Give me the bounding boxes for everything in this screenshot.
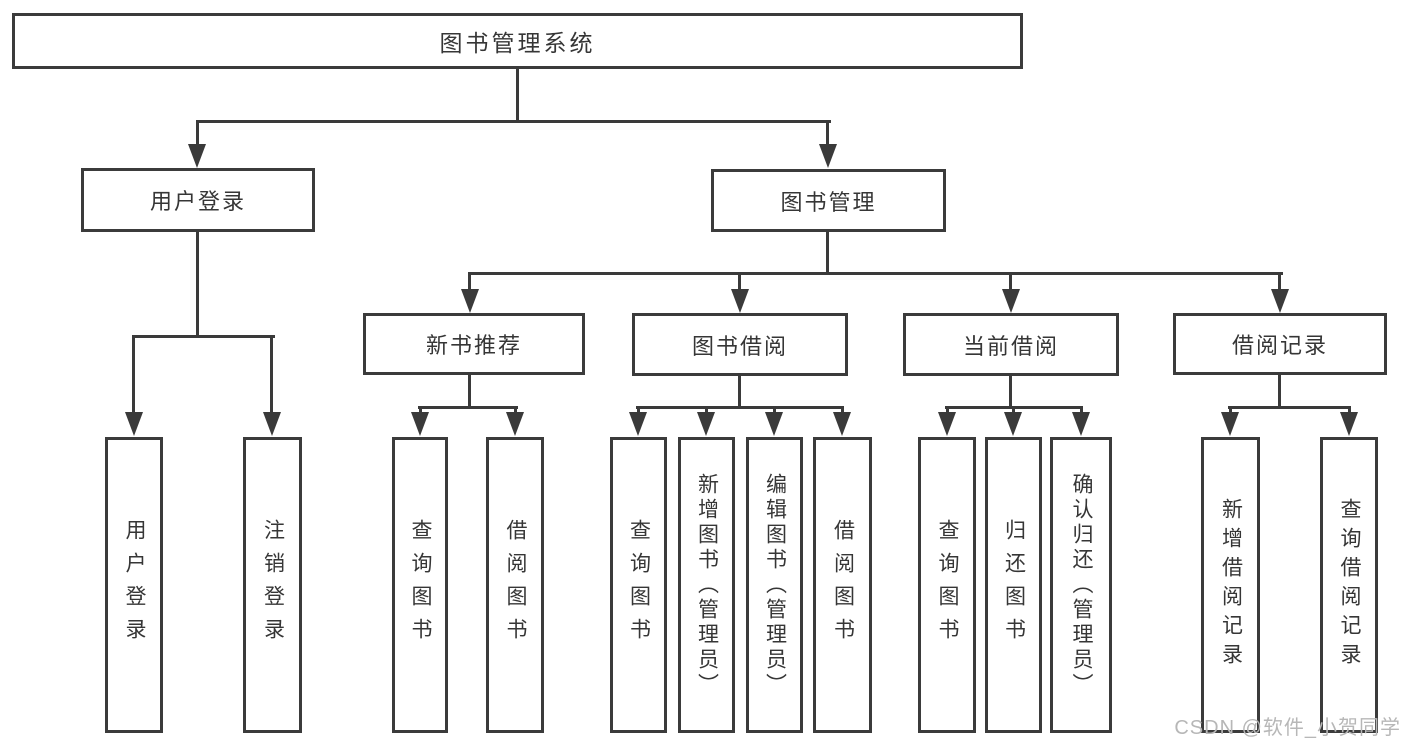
connector-drop [705,406,708,416]
leaf-user-login: 用户登录 [105,437,163,733]
arrowhead [1271,289,1289,313]
arrowhead [938,412,956,436]
connector-drop [514,406,517,416]
node-book-borrow-label: 图书借阅 [691,333,788,359]
connector-user-login-drop [196,120,199,148]
leaf-query-book-3-label: 查询图书 [936,519,959,651]
csdn-watermark: CSDN @软件_小贺同学 [1174,717,1401,739]
arrowhead [697,412,715,436]
connector-drop [773,406,776,416]
arrowhead [411,412,429,436]
leaf-confirm-return-admin: 确认归还（管理员） [1050,437,1112,733]
leaf-return-book-label: 归还图书 [1002,519,1026,651]
node-user-login: 用户登录 [81,168,315,232]
connector-drop [1348,406,1351,416]
leaf-edit-book-admin-label: 编辑图书（管理员） [763,472,787,698]
leaf-logout-label: 注销登录 [261,519,285,651]
connector-drop [270,335,273,417]
arrowhead [629,412,647,436]
connector-drop [468,272,471,294]
connector-borrow-record-stem [1278,373,1281,409]
connector-current-borrow-stem [1009,373,1012,409]
connector-drop [841,406,844,416]
arrowhead [1340,412,1358,436]
leaf-query-book-1: 查询图书 [392,437,448,733]
node-root-label: 图书管理系统 [439,30,596,56]
node-current-borrow-label: 当前借阅 [962,333,1059,359]
connector-level2-rail [196,120,831,123]
leaf-borrow-book-1-label: 借阅图书 [504,519,527,651]
connector-new-book-stem [468,373,471,409]
leaf-query-book-2-label: 查询图书 [627,519,651,651]
connector-drop [1009,272,1012,294]
leaf-add-book-admin: 新增图书（管理员） [678,437,735,733]
node-borrow-record-label: 借阅记录 [1231,333,1328,358]
arrowhead [819,144,837,168]
arrowhead [731,289,749,313]
leaf-add-borrow-record: 新增借阅记录 [1201,437,1260,733]
leaf-borrow-book-2-label: 借阅图书 [831,519,855,651]
leaf-query-book-2: 查询图书 [610,437,667,733]
node-book-mgmt-label: 图书管理 [780,189,877,215]
connector-user-login-stem [196,230,199,338]
arrowhead [506,412,524,436]
leaf-borrow-book-2: 借阅图书 [813,437,872,733]
connector-drop [738,272,741,294]
leaf-edit-book-admin: 编辑图书（管理员） [746,437,803,733]
connector-book-borrow-stem [738,373,741,409]
connector-drop [637,406,640,416]
node-borrow-record: 借阅记录 [1173,313,1387,375]
connector-drop [419,406,422,416]
node-current-borrow: 当前借阅 [903,313,1119,376]
node-new-book-recommend-label: 新书推荐 [425,333,522,358]
node-new-book-recommend: 新书推荐 [363,313,585,375]
connector-drop [1012,406,1015,416]
arrowhead [1221,412,1239,436]
connector-drop [1229,406,1232,416]
arrowhead [125,412,143,436]
connector-borrow-record-rail [1228,406,1351,409]
leaf-return-book: 归还图书 [985,437,1042,733]
connector-user-login-rail [132,335,275,338]
node-root: 图书管理系统 [12,13,1023,69]
connector-drop [1080,406,1083,416]
arrowhead [833,412,851,436]
leaf-add-borrow-record-label: 新增借阅记录 [1219,498,1243,672]
node-user-login-label: 用户登录 [149,189,246,214]
arrowhead [263,412,281,436]
leaf-query-borrow-record: 查询借阅记录 [1320,437,1378,733]
leaf-query-borrow-record-label: 查询借阅记录 [1338,498,1361,672]
arrowhead [1004,412,1022,436]
connector-book-borrow-rail [636,406,844,409]
connector-book-mgmt-stem [826,230,829,275]
connector-new-book-rail [418,406,518,409]
leaf-add-book-admin-label: 新增图书（管理员） [695,472,719,698]
leaf-borrow-book-1: 借阅图书 [486,437,544,733]
connector-book-mgmt-drop [826,120,829,148]
arrowhead [1002,289,1020,313]
leaf-confirm-return-admin-label: 确认归还（管理员） [1070,472,1093,698]
node-book-borrow: 图书借阅 [632,313,848,376]
connector-drop [132,335,135,417]
connector-drop [1278,272,1281,294]
leaf-query-book-3: 查询图书 [918,437,976,733]
arrowhead [461,289,479,313]
arrowhead [1072,412,1090,436]
connector-root-stem [516,67,519,123]
connector-drop [946,406,949,416]
leaf-logout: 注销登录 [243,437,302,733]
leaf-query-book-1-label: 查询图书 [409,519,432,651]
connector-level3-rail [468,272,1283,275]
arrowhead [765,412,783,436]
node-book-mgmt: 图书管理 [711,169,946,232]
leaf-user-login-label: 用户登录 [123,519,146,651]
arrowhead [188,144,206,168]
